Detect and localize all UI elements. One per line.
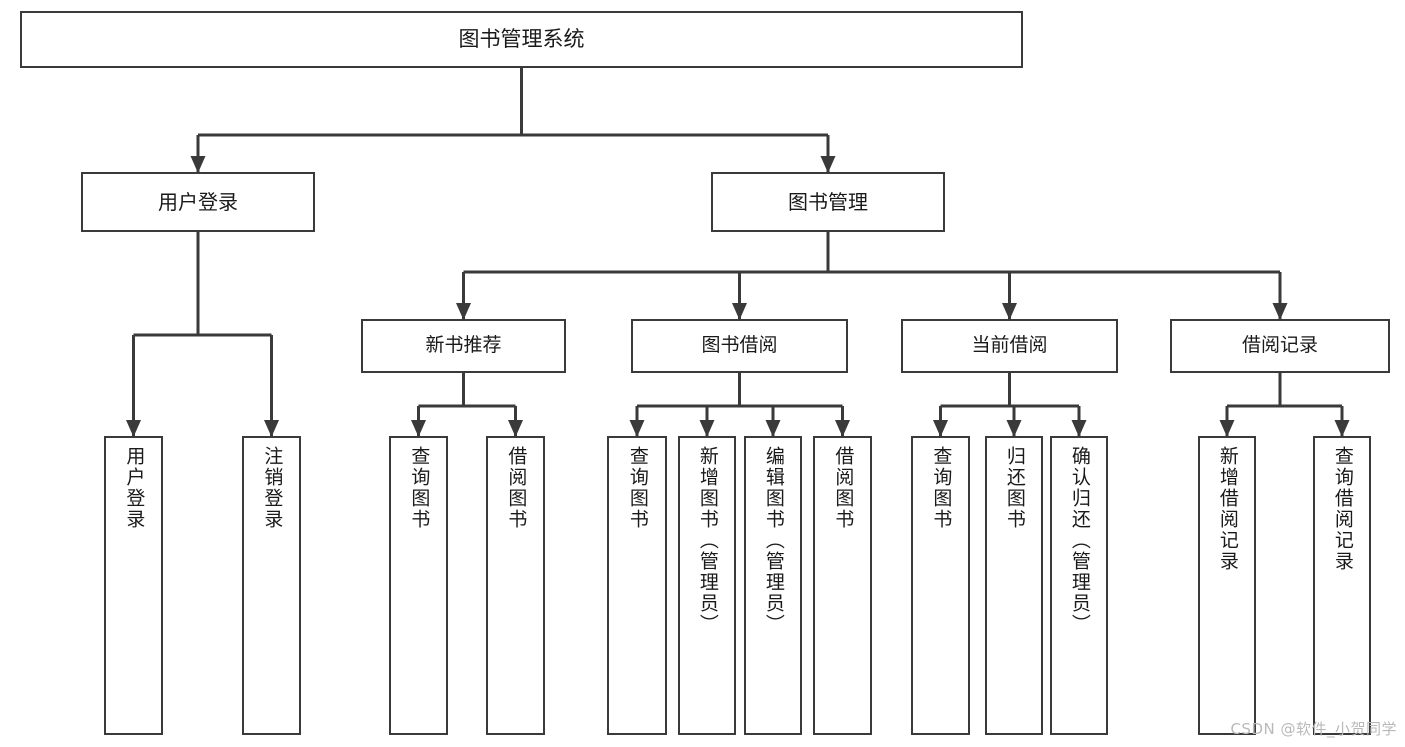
node-label: 当前借阅 — [971, 334, 1048, 357]
node-l_logout[interactable]: 注销登录 — [242, 436, 301, 735]
node-b_add[interactable]: 新增图书（管理员） — [678, 436, 736, 735]
arrowhead — [835, 420, 850, 437]
arrowhead — [1002, 303, 1017, 320]
node-n_borrow[interactable]: 借阅图书 — [486, 436, 545, 735]
arrowhead — [126, 420, 141, 437]
node-label: 查询图书 — [408, 446, 431, 530]
arrowhead — [629, 420, 645, 437]
arrowhead — [933, 420, 948, 437]
arrowhead — [1071, 420, 1087, 437]
node-label: 图书管理 — [788, 189, 868, 214]
arrowhead — [1272, 303, 1288, 320]
node-l_login[interactable]: 用户登录 — [104, 436, 163, 735]
node-login[interactable]: 用户登录 — [81, 172, 315, 232]
node-label: 借阅图书 — [505, 446, 528, 530]
node-label: 图书管理系统 — [458, 26, 585, 51]
node-label: 编辑图书（管理员） — [762, 446, 785, 635]
node-label: 借阅记录 — [1241, 334, 1318, 357]
node-label: 新书推荐 — [425, 334, 502, 357]
node-label: 注销登录 — [261, 446, 284, 530]
node-label: 归还图书 — [1003, 446, 1026, 530]
arrowhead — [699, 420, 715, 437]
arrowhead — [820, 156, 836, 173]
arrowhead — [1334, 420, 1350, 437]
node-label: 用户登录 — [123, 446, 146, 530]
node-label: 新增图书（管理员） — [696, 446, 719, 635]
arrowhead — [1219, 420, 1235, 437]
node-label: 用户登录 — [158, 189, 238, 214]
arrowhead — [765, 420, 781, 437]
node-c_query[interactable]: 查询图书 — [911, 436, 970, 735]
node-label: 确认归还（管理员） — [1068, 446, 1091, 635]
node-newbook[interactable]: 新书推荐 — [361, 319, 566, 373]
node-borrow[interactable]: 图书借阅 — [631, 319, 848, 373]
node-current[interactable]: 当前借阅 — [901, 319, 1118, 373]
arrowhead — [411, 420, 426, 437]
node-b_query[interactable]: 查询图书 — [607, 436, 667, 735]
node-label: 查询借阅记录 — [1331, 446, 1354, 572]
node-b_edit[interactable]: 编辑图书（管理员） — [744, 436, 802, 735]
arrowhead — [1006, 420, 1022, 437]
arrowhead — [732, 303, 747, 320]
arrowhead — [508, 420, 523, 437]
node-r_add[interactable]: 新增借阅记录 — [1198, 436, 1256, 735]
node-c_return[interactable]: 归还图书 — [985, 436, 1043, 735]
node-c_confirm[interactable]: 确认归还（管理员） — [1050, 436, 1108, 735]
arrowhead — [264, 420, 279, 437]
node-n_query[interactable]: 查询图书 — [389, 436, 448, 735]
node-bookmgmt[interactable]: 图书管理 — [711, 172, 945, 232]
arrowhead — [456, 303, 471, 320]
node-label: 图书借阅 — [701, 334, 778, 357]
node-root[interactable]: 图书管理系统 — [20, 11, 1023, 68]
node-label: 查询图书 — [626, 446, 649, 530]
arrowhead — [190, 156, 206, 173]
node-label: 查询图书 — [930, 446, 953, 530]
node-b_borrow[interactable]: 借阅图书 — [813, 436, 872, 735]
node-records[interactable]: 借阅记录 — [1170, 319, 1390, 373]
node-r_query[interactable]: 查询借阅记录 — [1313, 436, 1371, 735]
node-label: 借阅图书 — [832, 446, 855, 530]
node-label: 新增借阅记录 — [1216, 446, 1239, 572]
